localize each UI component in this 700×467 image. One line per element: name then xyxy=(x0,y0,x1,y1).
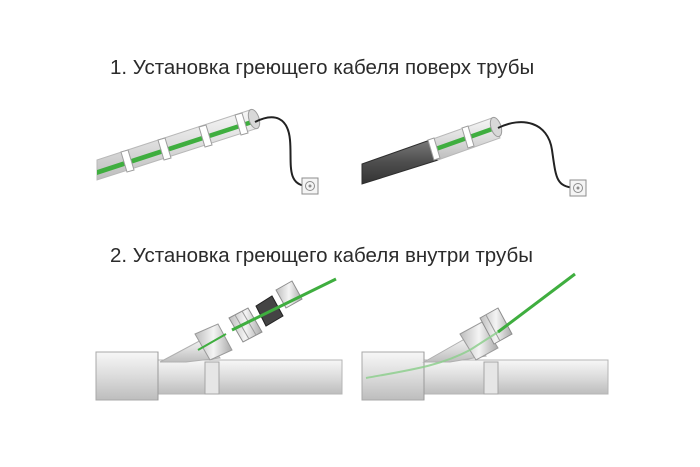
insulated-pipe-with-external-cable-right xyxy=(361,116,587,197)
heating-cable xyxy=(231,277,337,332)
power-wire xyxy=(254,116,307,187)
section-1-title: 1. Установка греющего кабеля поверх труб… xyxy=(110,56,535,79)
heating-cable-stripe xyxy=(97,119,256,175)
heating-cable xyxy=(497,272,576,334)
pipe-with-external-cable-left xyxy=(96,108,319,195)
section-2-title: 2. Установка греющего кабеля внутри труб… xyxy=(110,244,533,267)
heating-cable-inside xyxy=(365,331,499,379)
tee-pipe-with-internal-cable-right xyxy=(361,272,609,401)
power-socket-icon xyxy=(301,177,319,195)
power-socket-icon xyxy=(569,179,587,197)
power-wire xyxy=(497,121,575,189)
tee-pipe-with-gland-exploded-left xyxy=(95,277,343,401)
mounting-tape-bands xyxy=(120,112,249,173)
